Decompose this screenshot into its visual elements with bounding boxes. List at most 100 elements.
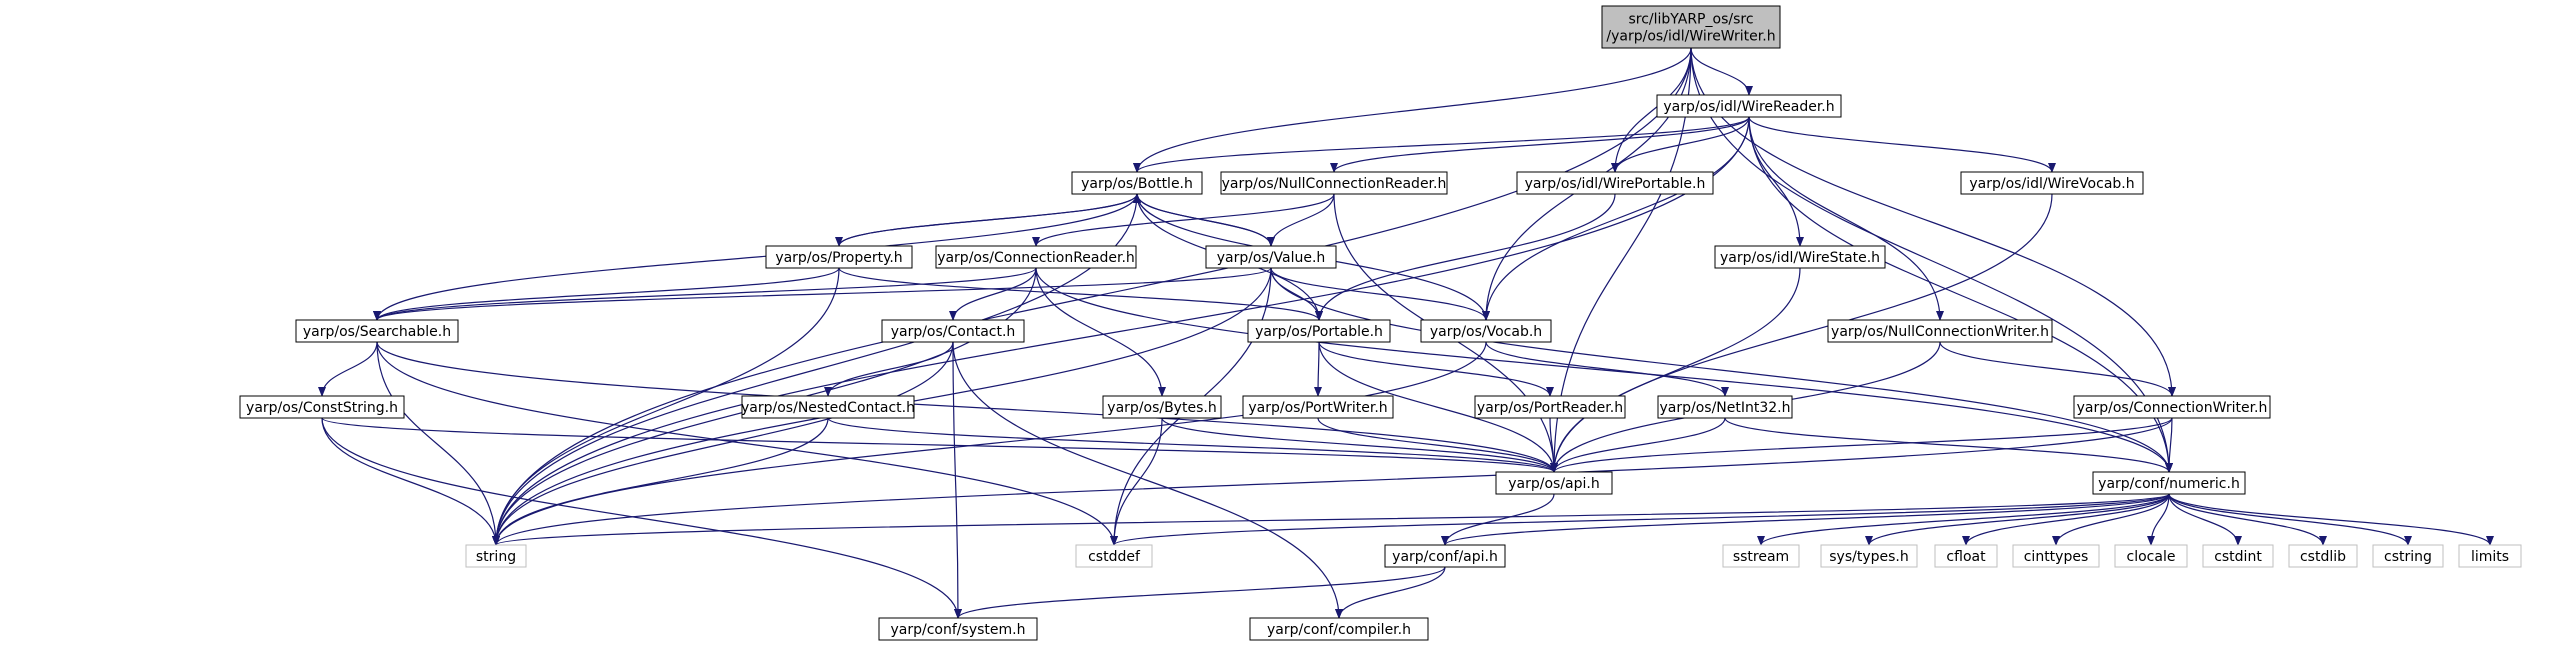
edge-numeric-to-cinttypes bbox=[2052, 493, 2170, 546]
edge-property-to-searchable bbox=[373, 267, 840, 321]
node-portreader[interactable]: yarp/os/PortReader.h bbox=[1474, 395, 1626, 419]
node-bottle[interactable]: yarp/os/Bottle.h bbox=[1071, 171, 1203, 195]
edge-numeric-to-confapi bbox=[1441, 493, 2170, 546]
node-cstdlib-box bbox=[2288, 544, 2358, 568]
node-nestedcontact[interactable]: yarp/os/NestedContact.h bbox=[741, 395, 915, 419]
node-portreader-box bbox=[1474, 395, 1626, 419]
edge-contact-to-confsystem bbox=[952, 341, 962, 619]
node-connreader-label: yarp/os/ConnectionReader.h bbox=[937, 250, 1135, 266]
node-contact[interactable]: yarp/os/Contact.h bbox=[881, 319, 1025, 343]
node-cinttypes[interactable]: cinttypes bbox=[2012, 544, 2100, 568]
node-limits[interactable]: limits bbox=[2458, 544, 2522, 568]
node-property[interactable]: yarp/os/Property.h bbox=[765, 245, 913, 269]
node-wireportable[interactable]: yarp/os/idl/WirePortable.h bbox=[1516, 171, 1714, 195]
edge-vocab-to-string bbox=[492, 341, 1487, 546]
edge-wirereader-to-nullconnreader bbox=[1330, 116, 1750, 173]
edge-netint32-to-numeric bbox=[1724, 417, 2173, 473]
node-cstdlib[interactable]: cstdlib bbox=[2288, 544, 2358, 568]
node-nullconnwriter[interactable]: yarp/os/NullConnectionWriter.h bbox=[1827, 319, 2053, 343]
node-root-label: /yarp/os/idl/WireWriter.h bbox=[1606, 29, 1775, 45]
node-cinttypes-box bbox=[2012, 544, 2100, 568]
node-vocab[interactable]: yarp/os/Vocab.h bbox=[1420, 319, 1552, 343]
node-string[interactable]: string bbox=[465, 544, 527, 568]
node-portreader-label: yarp/os/PortReader.h bbox=[1477, 400, 1623, 416]
node-wirestate-box bbox=[1714, 245, 1886, 269]
edge-searchable-to-string bbox=[376, 341, 500, 546]
node-portwriter-box bbox=[1242, 395, 1394, 419]
node-connreader-box bbox=[935, 245, 1137, 269]
edge-wirereader-to-bottle bbox=[1133, 116, 1750, 173]
edge-numeric-to-cstdint bbox=[2168, 493, 2242, 546]
node-connreader[interactable]: yarp/os/ConnectionReader.h bbox=[935, 245, 1137, 269]
node-confsystem[interactable]: yarp/conf/system.h bbox=[878, 617, 1038, 641]
node-limits-label: limits bbox=[2471, 549, 2509, 565]
edge-contact-to-nestedcontact bbox=[824, 341, 954, 397]
node-wirevocab[interactable]: yarp/os/idl/WireVocab.h bbox=[1960, 171, 2144, 195]
node-confcompiler[interactable]: yarp/conf/compiler.h bbox=[1249, 617, 1429, 641]
edge-connreader-to-contact bbox=[949, 267, 1037, 321]
edge-conststring-to-string bbox=[321, 417, 500, 546]
node-root-label: src/libYARP_os/src bbox=[1628, 12, 1753, 28]
node-wirestate[interactable]: yarp/os/idl/WireState.h bbox=[1714, 245, 1886, 269]
edge-root-to-osapi bbox=[1550, 47, 1692, 473]
edge-nestedcontact-to-osapi bbox=[827, 417, 1558, 473]
node-nullconnreader[interactable]: yarp/os/NullConnectionReader.h bbox=[1220, 171, 1448, 195]
node-cstdlib-label: cstdlib bbox=[2300, 549, 2346, 565]
edge-vocab-to-netint32 bbox=[1485, 341, 1729, 397]
node-systypes[interactable]: sys/types.h bbox=[1820, 544, 1918, 568]
node-value[interactable]: yarp/os/Value.h bbox=[1205, 245, 1337, 269]
node-systypes-label: sys/types.h bbox=[1829, 549, 1908, 565]
edge-osapi-to-confapi bbox=[1441, 493, 1555, 546]
node-osapi-box bbox=[1495, 471, 1613, 495]
node-conststring[interactable]: yarp/os/ConstString.h bbox=[239, 395, 405, 419]
node-portable[interactable]: yarp/os/Portable.h bbox=[1247, 319, 1391, 343]
node-sstream[interactable]: sstream bbox=[1722, 544, 1800, 568]
node-osapi[interactable]: yarp/os/api.h bbox=[1495, 471, 1613, 495]
node-osapi-label: yarp/os/api.h bbox=[1508, 476, 1599, 492]
node-wirereader[interactable]: yarp/os/idl/WireReader.h bbox=[1656, 94, 1842, 118]
node-bottle-box bbox=[1071, 171, 1203, 195]
node-nullconnwriter-box bbox=[1827, 319, 2053, 343]
node-nestedcontact-box bbox=[741, 395, 915, 419]
edge-searchable-to-cstddef bbox=[376, 341, 1118, 546]
node-connwriter-box bbox=[2073, 395, 2271, 419]
node-bytes[interactable]: yarp/os/Bytes.h bbox=[1102, 395, 1222, 419]
node-confapi[interactable]: yarp/conf/api.h bbox=[1384, 544, 1506, 568]
node-connwriter[interactable]: yarp/os/ConnectionWriter.h bbox=[2073, 395, 2271, 419]
edge-root-to-bottle bbox=[1133, 47, 1692, 173]
edge-property-to-portable bbox=[838, 267, 1323, 321]
edge-contact-to-string bbox=[492, 341, 954, 546]
node-cstring[interactable]: cstring bbox=[2372, 544, 2444, 568]
edges-layer bbox=[318, 47, 2494, 619]
node-numeric[interactable]: yarp/conf/numeric.h bbox=[2092, 471, 2246, 495]
node-cfloat[interactable]: cfloat bbox=[1934, 544, 1998, 568]
edge-conststring-to-confsystem bbox=[321, 417, 962, 619]
node-root[interactable]: src/libYARP_os/src/yarp/os/idl/WireWrite… bbox=[1601, 5, 1781, 49]
edge-connwriter-to-string bbox=[492, 417, 2173, 546]
edge-connreader-to-bytes bbox=[1035, 267, 1166, 397]
node-cstddef[interactable]: cstddef bbox=[1075, 544, 1153, 568]
edge-numeric-to-clocale bbox=[2147, 493, 2170, 546]
node-clocale[interactable]: clocale bbox=[2114, 544, 2188, 568]
node-wirevocab-label: yarp/os/idl/WireVocab.h bbox=[1969, 176, 2134, 192]
node-netint32-label: yarp/os/NetInt32.h bbox=[1659, 400, 1790, 416]
node-vocab-box bbox=[1420, 319, 1552, 343]
node-portwriter[interactable]: yarp/os/PortWriter.h bbox=[1242, 395, 1394, 419]
edge-nullconnwriter-to-connwriter bbox=[1939, 341, 2176, 397]
node-cstdint[interactable]: cstdint bbox=[2202, 544, 2274, 568]
node-searchable[interactable]: yarp/os/Searchable.h bbox=[295, 319, 459, 343]
node-netint32[interactable]: yarp/os/NetInt32.h bbox=[1657, 395, 1793, 419]
node-cstddef-label: cstddef bbox=[1088, 549, 1141, 565]
edge-root-to-wirereader bbox=[1690, 47, 1753, 96]
node-value-box bbox=[1205, 245, 1337, 269]
edge-nestedcontact-to-string bbox=[492, 417, 829, 546]
node-searchable-label: yarp/os/Searchable.h bbox=[303, 324, 451, 340]
node-wirereader-box bbox=[1656, 94, 1842, 118]
edge-wirereader-to-string bbox=[492, 116, 1750, 546]
node-nullconnreader-box bbox=[1220, 171, 1448, 195]
node-nestedcontact-label: yarp/os/NestedContact.h bbox=[741, 400, 915, 416]
edge-connreader-to-searchable bbox=[373, 267, 1037, 321]
nodes-layer: src/libYARP_os/src/yarp/os/idl/WireWrite… bbox=[239, 5, 2522, 641]
node-portable-label: yarp/os/Portable.h bbox=[1255, 324, 1383, 340]
